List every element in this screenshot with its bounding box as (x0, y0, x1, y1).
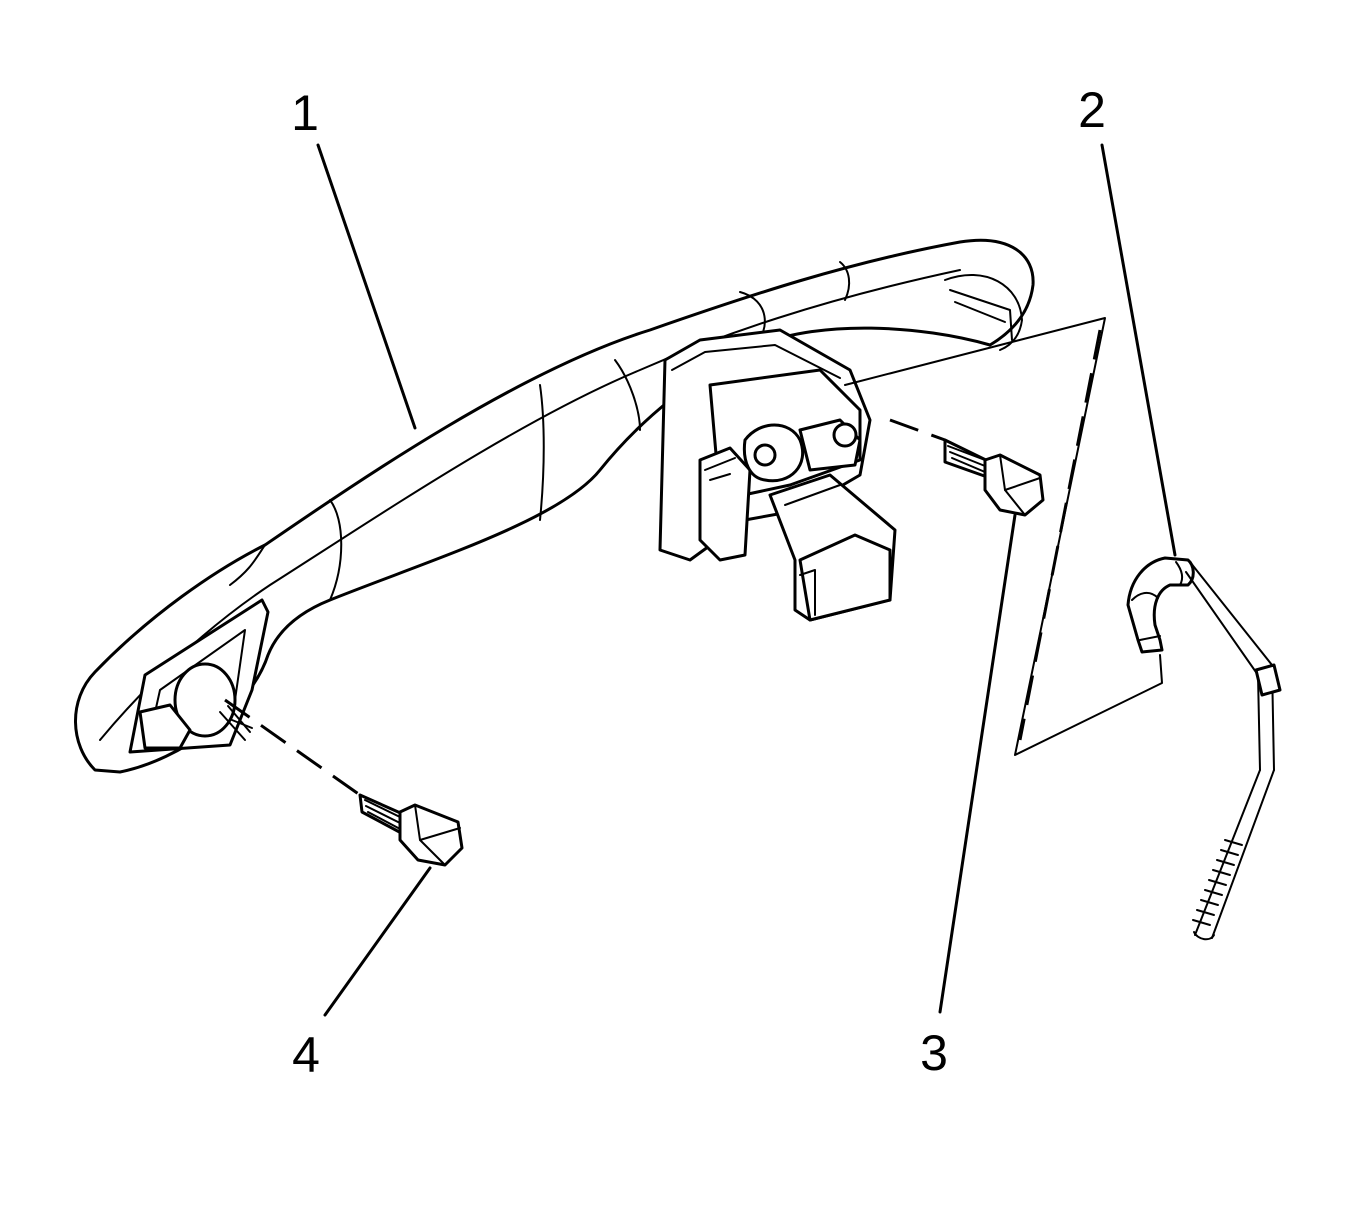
callout-3-label: 3 (920, 1025, 948, 1081)
actuator-rod (1126, 556, 1282, 941)
leader-line-1 (316, 143, 417, 430)
callout-4-label: 4 (292, 1027, 320, 1083)
callout-1-label: 1 (291, 85, 319, 141)
leader-line-2 (1100, 143, 1177, 557)
callout-2-label: 2 (1078, 82, 1106, 138)
lock-housing (658, 328, 897, 622)
door-handle (74, 238, 1035, 774)
callout-leaders (316, 143, 1177, 1017)
leader-line-4 (323, 866, 432, 1017)
bolt-lower (358, 793, 464, 867)
bolt-upper (943, 438, 1045, 517)
leader-line-3 (938, 513, 1017, 1014)
assembly-guides (224, 317, 1163, 797)
